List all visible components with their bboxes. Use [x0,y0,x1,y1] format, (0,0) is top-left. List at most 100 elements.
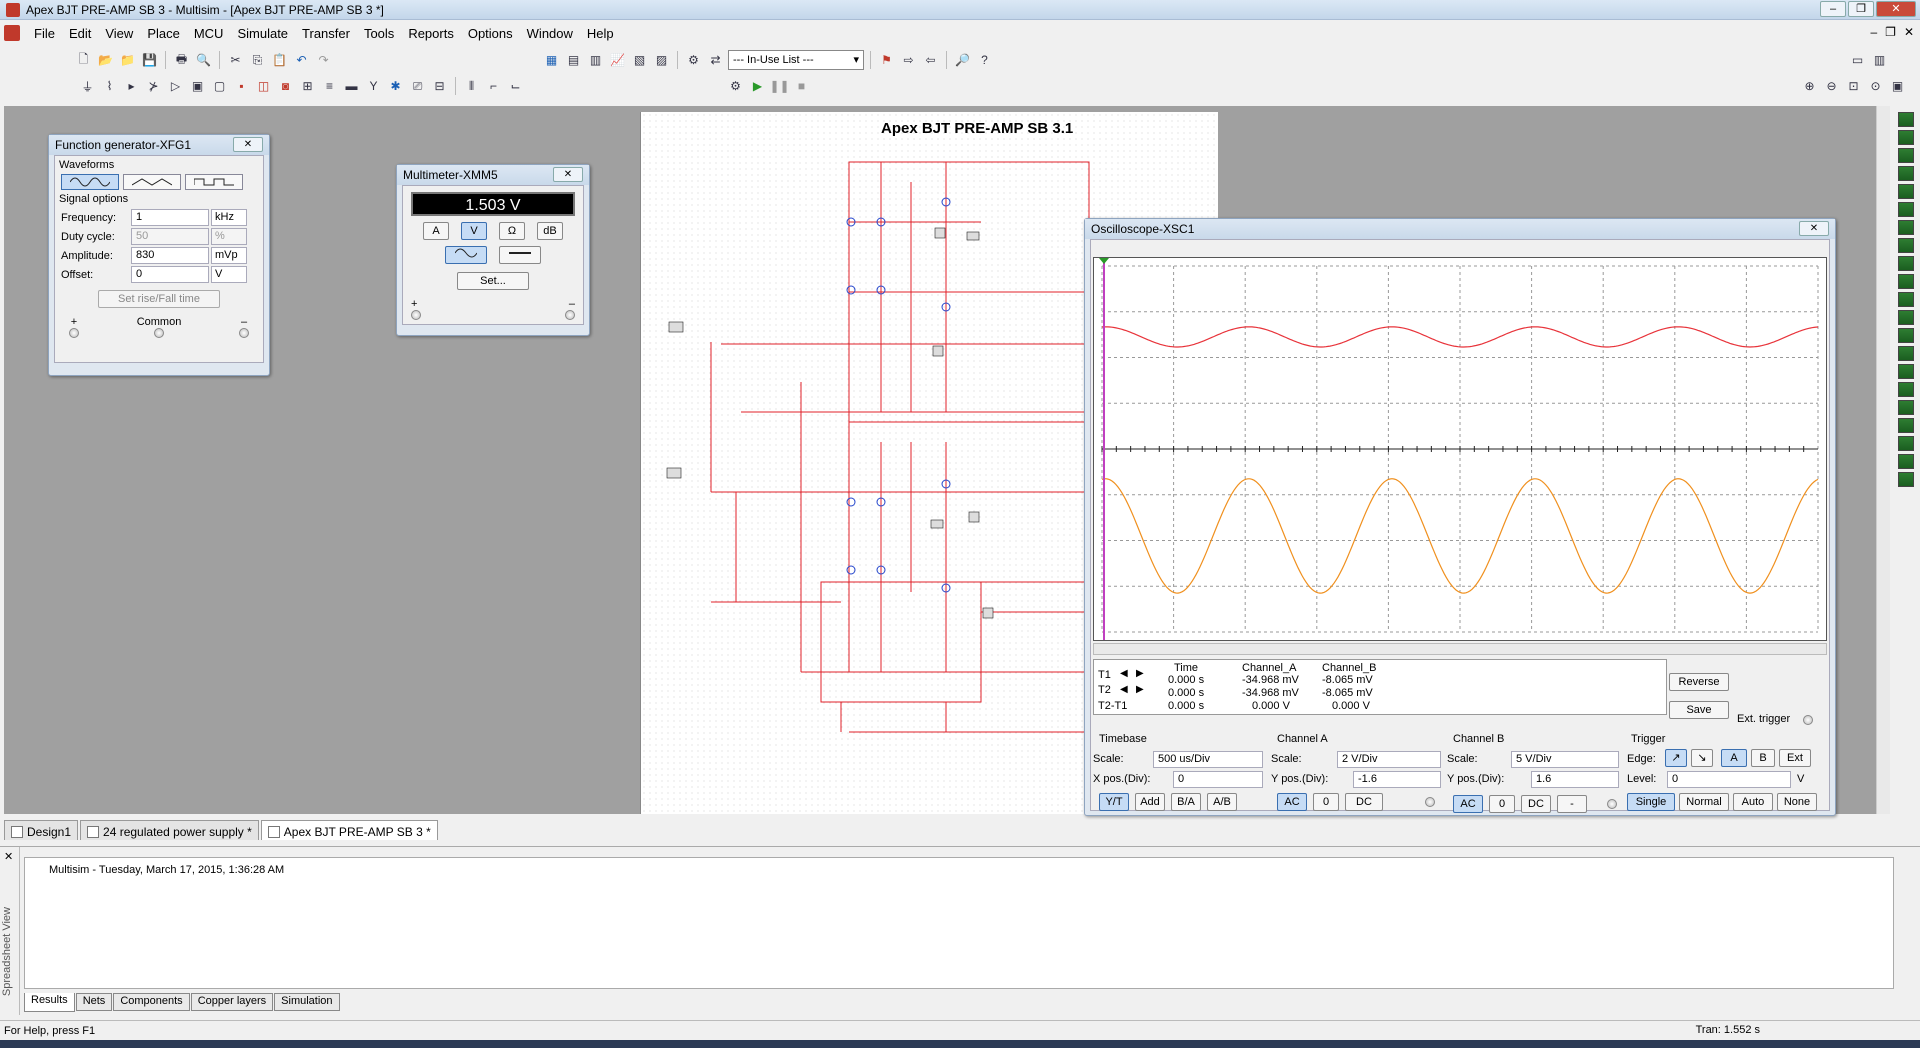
place-wire-icon[interactable]: ⌙ [510,79,521,93]
channel-a-dc-button[interactable]: DC [1345,793,1383,811]
multimeter-set-button[interactable]: Set... [457,272,529,290]
distortion-analyzer-icon[interactable] [1898,310,1914,325]
component-wizard-icon[interactable]: ▨ [655,53,668,67]
offset-unit[interactable]: V [211,266,247,283]
falling-edge-button[interactable]: ↘ [1691,749,1713,767]
tab-design1[interactable]: Design1 [4,820,79,840]
frequency-field[interactable]: 1 [131,209,209,226]
agilent-generator-icon[interactable] [1898,364,1914,379]
channel-b-ypos-field[interactable]: 1.6 [1531,771,1619,788]
t2-right-arrow-icon[interactable]: ▶ [1136,684,1144,695]
ohmmeter-mode-button[interactable]: Ω [499,222,525,240]
open-samples-icon[interactable]: 📁 [120,53,135,67]
menu-place[interactable]: Place [147,25,180,41]
save-icon[interactable]: 💾 [142,53,157,67]
agilent-multimeter-icon[interactable] [1898,382,1914,397]
close-icon[interactable]: ✕ [553,167,583,182]
place-connector-icon[interactable]: ⌐ [489,79,497,93]
logic-converter-icon[interactable] [1898,256,1914,271]
channel-b-ac-button[interactable]: AC [1453,795,1483,813]
tab-results[interactable]: Results [24,993,75,1012]
oscilloscope-horizontal-scrollbar[interactable] [1093,643,1827,655]
menu-tools[interactable]: Tools [363,25,395,41]
trigger-normal-button[interactable]: Normal [1679,793,1729,811]
dc-mode-button[interactable] [499,246,541,264]
minimize-button[interactable]: – [1820,1,1846,17]
zoom-in-icon[interactable]: ⊕ [1804,79,1815,93]
frequency-counter-icon[interactable] [1898,220,1914,235]
tab-regulated-power-supply[interactable]: 24 regulated power supply * [80,820,259,840]
multimeter-instrument-icon[interactable] [1898,112,1914,127]
new-file-icon[interactable]: 🗋 [78,51,89,66]
place-transistor-icon[interactable]: ⊁ [148,79,159,93]
inuse-list-icon[interactable]: ⇄ [710,53,721,67]
place-bus-icon[interactable]: ⫴ [468,78,475,93]
trigger-ext-button[interactable]: Ext [1779,749,1811,767]
paste-icon[interactable]: 📋 [272,53,287,67]
help-icon[interactable]: ? [981,53,988,67]
stop-simulation-icon[interactable]: ■ [797,79,806,93]
menu-help[interactable]: Help [586,25,614,41]
run-simulation-icon[interactable]: ▶ [752,79,763,93]
place-misc-icon[interactable]: ≡ [325,79,333,93]
grapher-icon[interactable]: 📈 [610,53,625,67]
transfer-icon[interactable]: ⇨ [903,53,914,67]
place-hierarchical-icon[interactable]: ⊟ [434,79,445,93]
place-misc-digital-icon[interactable]: ▪ [239,79,244,93]
results-panel[interactable]: Multisim - Tuesday, March 17, 2015, 1:36… [24,857,1894,989]
electrical-rules-icon[interactable]: ⚙ [688,53,699,67]
function-generator-title[interactable]: Function generator-XFG1 ✕ [49,135,269,155]
oscilloscope-screen[interactable] [1093,257,1827,641]
full-screen-icon[interactable]: ▭ [1851,53,1864,67]
menu-window[interactable]: Window [526,25,573,41]
ammeter-mode-button[interactable]: A [423,222,449,240]
channel-a-terminal[interactable] [1425,797,1435,807]
trigger-none-button[interactable]: None [1777,793,1817,811]
channel-a-scale-field[interactable]: 2 V/Div [1337,751,1441,768]
zoom-page-icon[interactable]: ▣ [1891,79,1904,93]
tab-simulation[interactable]: Simulation [274,993,340,1011]
t2-left-arrow-icon[interactable]: ◀ [1120,684,1128,695]
multimeter-title[interactable]: Multimeter-XMM5 ✕ [397,165,589,185]
place-mcu-icon[interactable]: ⎚ [412,78,423,93]
oscilloscope-window[interactable]: Oscilloscope-XSC1 ✕ Time Channel_A Chann… [1084,218,1836,816]
channel-a-zero-button[interactable]: 0 [1313,793,1339,811]
pause-simulation-icon[interactable]: ❚❚ [769,79,790,93]
place-analog-icon[interactable]: ▷ [170,79,181,93]
rising-edge-button[interactable]: ↗ [1665,749,1687,767]
menu-mcu[interactable]: MCU [193,25,224,41]
minus-terminal[interactable] [565,310,575,320]
channel-b-scale-field[interactable]: 5 V/Div [1511,751,1619,768]
channel-b-zero-button[interactable]: 0 [1489,795,1515,813]
place-basic-icon[interactable]: ⌇ [106,79,113,93]
add-mode-button[interactable]: Add [1135,793,1165,811]
logic-analyzer-icon[interactable] [1898,274,1914,289]
zoom-out-icon[interactable]: ⊖ [1826,79,1837,93]
place-ttl-icon[interactable]: ▣ [191,79,204,93]
close-button[interactable]: ✕ [1876,1,1916,17]
labview-instrument-icon[interactable] [1898,454,1914,469]
place-rf-icon[interactable]: Y [369,79,378,93]
channel-a-ac-button[interactable]: AC [1277,793,1307,811]
set-rise-fall-time-button[interactable]: Set rise/Fall time [98,290,220,308]
doc-minimize-button[interactable]: – [1870,25,1878,39]
tektronix-oscilloscope-icon[interactable] [1898,418,1914,433]
measurement-probe-icon[interactable] [1898,436,1914,451]
trigger-single-button[interactable]: Single [1627,793,1675,811]
database-icon[interactable]: ▥ [589,53,602,67]
ac-mode-button[interactable] [445,246,487,264]
t1-left-arrow-icon[interactable]: ◀ [1120,668,1128,679]
channel-a-ypos-field[interactable]: -1.6 [1353,771,1441,788]
backannotate-icon[interactable]: ⇦ [925,53,936,67]
design-toolbox-icon[interactable]: ▦ [545,53,558,67]
erc-icon[interactable]: ⚑ [881,53,892,67]
ba-mode-button[interactable]: B/A [1171,793,1201,811]
workspace-vertical-scrollbar[interactable] [1876,106,1890,814]
reverse-button[interactable]: Reverse [1669,673,1729,691]
network-analyzer-icon[interactable] [1898,346,1914,361]
sine-wave-button[interactable] [61,174,119,190]
trigger-b-button[interactable]: B [1751,749,1775,767]
voltmeter-mode-button[interactable]: V [461,222,487,240]
bode-plotter-icon[interactable] [1898,202,1914,217]
doc-close-button[interactable]: ✕ [1903,25,1914,39]
